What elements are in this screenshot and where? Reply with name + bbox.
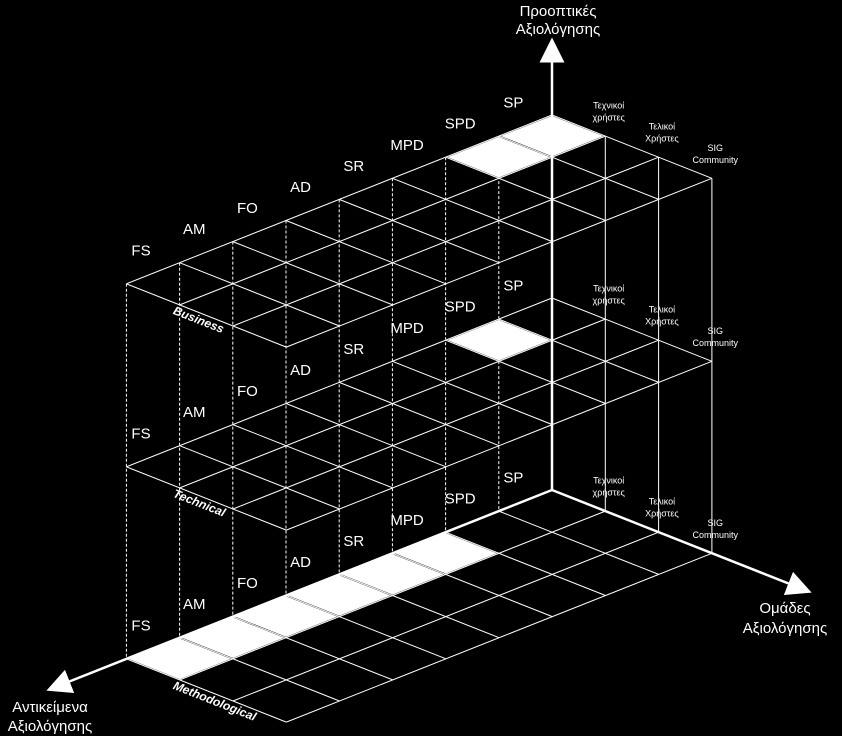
row-label-sr: SR [343, 533, 364, 550]
row-label-sp: SP [503, 95, 523, 112]
group-label-line2: Χρήστες [645, 509, 679, 519]
group-label-line2: χρήστες [592, 488, 625, 498]
group-label-line1: Τελικοί [649, 497, 675, 507]
grid-line [285, 595, 447, 660]
row-label-ad: AD [290, 554, 311, 571]
left-axis-label-line1: Αντικείμενα [12, 699, 88, 716]
row-label-ad: AD [290, 179, 311, 196]
grid-line [445, 531, 606, 596]
row-label-sp: SP [503, 470, 523, 487]
grid-line [232, 616, 393, 681]
right-axis-label-line2: Αξιολόγησης [743, 620, 827, 637]
grid-line [551, 297, 713, 362]
row-label-sr: SR [343, 341, 364, 358]
grid-line [339, 573, 500, 639]
grid-line [179, 637, 340, 702]
grid-line [392, 177, 553, 243]
highlighted-cell [443, 318, 555, 363]
group-label-line1: SIG [707, 143, 723, 153]
grid-line [392, 552, 553, 618]
vertical-axis-label-line1: Προοπτικές [520, 3, 597, 20]
row-label-mpd: MPD [390, 320, 424, 337]
left-axis [46, 488, 553, 694]
row-label-am: AM [183, 221, 206, 238]
grid-line [285, 220, 447, 285]
left-axis-label-line2: Αξιολόγησης [8, 718, 92, 735]
row-label-fs: FS [131, 242, 150, 259]
row-label-mpd: MPD [390, 137, 424, 154]
group-label-line2: Community [692, 155, 738, 165]
row-label-am: AM [183, 596, 206, 613]
row-label-mpd: MPD [390, 512, 424, 529]
group-label-line2: Χρήστες [645, 317, 679, 327]
group-label-line1: Τεχνικοί [593, 476, 624, 486]
grid-line [445, 339, 606, 404]
grid-line [498, 510, 659, 575]
group-label-line2: Community [692, 530, 738, 540]
group-label-line1: SIG [707, 518, 723, 528]
row-label-fo: FO [237, 575, 258, 592]
row-label-ad: AD [290, 362, 311, 379]
grid-line [551, 114, 713, 179]
row-label-fo: FO [237, 200, 258, 217]
grid-line [126, 658, 287, 723]
group-label-line2: Χρήστες [645, 134, 679, 144]
grid-line [445, 156, 606, 221]
vertical-axis-label-line2: Αξιολόγησης [516, 21, 600, 38]
right-axis-label-line1: Ομάδες [759, 600, 810, 617]
row-label-fs: FS [131, 617, 150, 634]
grid-line [232, 424, 393, 489]
group-label-line1: Τεχνικοί [593, 284, 624, 294]
group-label-line1: Τεχνικοί [593, 101, 624, 111]
group-label-line2: χρήστες [592, 296, 625, 306]
row-label-fo: FO [237, 383, 258, 400]
row-label-sp: SP [503, 278, 523, 295]
grid-line [285, 403, 447, 468]
grid-line [339, 381, 500, 447]
grid-line [232, 241, 393, 306]
group-label-line1: Τελικοί [649, 305, 675, 315]
group-label-line1: Τελικοί [649, 122, 675, 132]
row-label-spd: SPD [445, 299, 476, 316]
row-label-am: AM [183, 404, 206, 421]
grid-line [179, 262, 340, 327]
grid-line [126, 283, 287, 348]
row-label-spd: SPD [445, 491, 476, 508]
row-label-spd: SPD [445, 116, 476, 133]
group-label-line1: SIG [707, 326, 723, 336]
group-label-line2: Community [692, 338, 738, 348]
right-axis [551, 488, 812, 596]
layer-label-methodological: Methodological [171, 678, 259, 724]
group-label-line2: χρήστες [592, 113, 625, 123]
grid-line [498, 135, 659, 200]
grid-line [179, 445, 340, 510]
row-label-sr: SR [343, 158, 364, 175]
row-label-fs: FS [131, 425, 150, 442]
grid-line [392, 360, 553, 426]
grid-line [126, 466, 287, 531]
grid-line [339, 198, 500, 264]
grid-line [498, 318, 659, 383]
